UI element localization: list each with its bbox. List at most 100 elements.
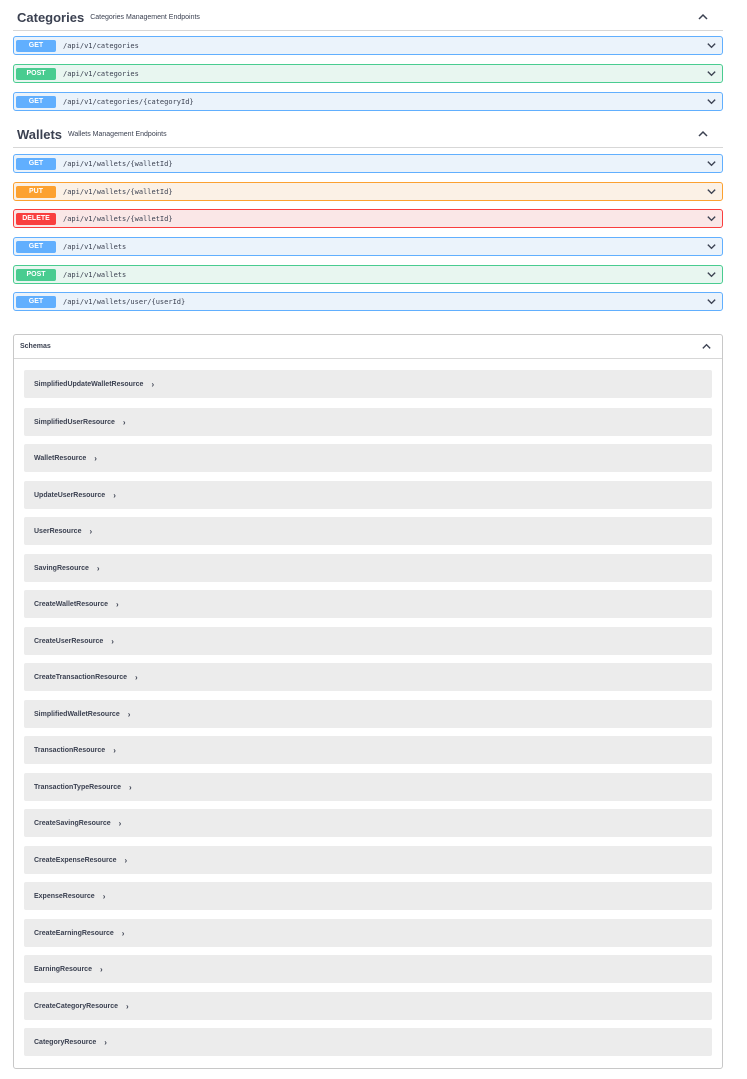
model-item[interactable]: CreateUserResource › — [24, 627, 712, 655]
operation-path: /api/v1/wallets/{walletId} — [63, 187, 173, 196]
model-name: TransactionResource — [34, 746, 106, 754]
method-badge: POST — [16, 268, 56, 281]
model-name: CreateWalletResource — [34, 600, 109, 608]
chevron-down-icon[interactable] — [706, 269, 717, 280]
method-badge: GET — [16, 295, 56, 308]
model-name: SimplifiedUpdateWalletResource — [34, 380, 144, 388]
model-name: SimplifiedUserResource — [34, 418, 115, 426]
model-name: CreateExpenseResource — [34, 856, 117, 864]
chevron-right-icon: › — [89, 526, 93, 536]
chevron-down-icon[interactable] — [706, 96, 717, 107]
operation-delete-wallet[interactable]: DELETE /api/v1/wallets/{walletId} — [13, 209, 723, 228]
chevron-right-icon: › — [151, 379, 155, 389]
operation-get-wallets-by-user[interactable]: GET /api/v1/wallets/user/{userId} — [13, 292, 723, 311]
chevron-down-icon[interactable] — [706, 186, 717, 197]
operation-get-categories[interactable]: GET /api/v1/categories — [13, 36, 723, 55]
chevron-right-icon: › — [96, 563, 100, 573]
categories-tag-header[interactable]: Categories Categories Management Endpoin… — [13, 4, 723, 31]
chevron-right-icon: › — [122, 417, 126, 427]
model-item[interactable]: WalletResource › — [24, 444, 712, 472]
model-item[interactable]: ExpenseResource› — [24, 882, 712, 910]
chevron-down-icon[interactable] — [706, 296, 717, 307]
chevron-down-icon[interactable] — [706, 68, 717, 79]
operation-post-wallets[interactable]: POST /api/v1/wallets — [13, 265, 723, 284]
operation-path: /api/v1/wallets — [63, 270, 127, 279]
operation-put-wallet[interactable]: PUT /api/v1/wallets/{walletId} — [13, 182, 723, 201]
schemas-header[interactable]: Schemas — [14, 335, 722, 359]
wallets-tag-header[interactable]: Wallets Wallets Management Endpoints — [13, 121, 723, 148]
chevron-down-icon[interactable] — [706, 40, 717, 51]
chevron-right-icon: › — [134, 672, 138, 682]
operation-post-categories[interactable]: POST /api/v1/categories — [13, 64, 723, 83]
model-name: CategoryResource — [34, 1038, 97, 1046]
model-name: CreateUserResource — [34, 637, 104, 645]
model-item[interactable]: CreateWalletResource › — [24, 590, 712, 618]
model-item[interactable]: SimplifiedUpdateWalletResource › — [24, 370, 712, 398]
operation-path: /api/v1/wallets — [63, 242, 127, 251]
operation-path: /api/v1/wallets/{walletId} — [63, 159, 173, 168]
chevron-right-icon: › — [94, 453, 97, 463]
method-badge: GET — [16, 95, 56, 108]
chevron-right-icon: › — [126, 1001, 129, 1011]
model-name: CreateTransactionResource — [34, 673, 127, 681]
chevron-down-icon[interactable] — [706, 241, 717, 252]
model-item[interactable]: EarningResource › — [24, 955, 712, 983]
chevron-right-icon: › — [127, 709, 131, 719]
method-badge: GET — [16, 240, 56, 253]
chevron-right-icon: › — [124, 855, 128, 865]
model-item[interactable]: TransactionTypeResource › — [24, 773, 712, 801]
operation-get-wallet-by-id[interactable]: GET /api/v1/wallets/{walletId} — [13, 154, 723, 173]
chevron-right-icon: › — [102, 891, 106, 901]
method-badge: GET — [16, 157, 56, 170]
model-item[interactable]: CategoryResource › — [24, 1028, 712, 1056]
model-name: CreateSavingResource — [34, 819, 111, 827]
operation-get-wallets[interactable]: GET /api/v1/wallets — [13, 237, 723, 256]
operation-path: /api/v1/wallets/{walletId} — [63, 214, 173, 223]
model-name: CreateEarningResource — [34, 929, 114, 937]
method-badge: DELETE — [16, 212, 56, 225]
model-name: UpdateUserResource — [34, 491, 106, 499]
chevron-right-icon: › — [104, 1037, 107, 1047]
chevron-right-icon: › — [113, 745, 116, 755]
model-name: CreateCategoryResource — [34, 1002, 119, 1010]
operation-path: /api/v1/wallets/user/{userId} — [63, 297, 186, 306]
method-badge: POST — [16, 67, 56, 80]
chevron-right-icon: › — [118, 818, 122, 828]
model-name: WalletResource — [34, 454, 87, 462]
model-item[interactable]: TransactionResource › — [24, 736, 712, 764]
model-item[interactable]: CreateExpenseResource › — [24, 846, 712, 874]
wallets-title: Wallets — [17, 126, 63, 142]
model-name: SimplifiedWalletResource — [34, 710, 120, 718]
model-item[interactable]: CreateSavingResource › — [24, 809, 712, 837]
model-name: EarningResource — [34, 965, 92, 973]
schemas-title: Schemas — [20, 343, 51, 350]
operation-path: /api/v1/categories — [63, 41, 139, 50]
chevron-down-icon[interactable] — [706, 213, 717, 224]
model-name: TransactionTypeResource — [34, 783, 122, 791]
chevron-right-icon: › — [111, 636, 114, 646]
model-item[interactable]: SavingResource› — [24, 554, 712, 582]
model-item[interactable]: CreateCategoryResource › — [24, 992, 712, 1020]
operation-get-category-by-id[interactable]: GET /api/v1/categories/{categoryId} — [13, 92, 723, 111]
wallets-description: Wallets Management Endpoints — [68, 131, 167, 138]
method-badge: GET — [16, 39, 56, 52]
operation-path: /api/v1/categories/{categoryId} — [63, 97, 194, 106]
chevron-right-icon: › — [99, 964, 103, 974]
model-item[interactable]: UserResource › — [24, 517, 712, 545]
chevron-right-icon: › — [121, 928, 125, 938]
model-item[interactable]: SimplifiedUserResource › — [24, 408, 712, 436]
chevron-right-icon: › — [129, 782, 132, 792]
chevron-up-icon[interactable] — [697, 128, 709, 140]
chevron-right-icon: › — [116, 599, 119, 609]
chevron-right-icon: › — [113, 490, 116, 500]
model-item[interactable]: CreateTransactionResource › — [24, 663, 712, 691]
model-item[interactable]: CreateEarningResource › — [24, 919, 712, 947]
model-name: UserResource — [34, 527, 82, 535]
chevron-up-icon[interactable] — [697, 11, 709, 23]
operation-path: /api/v1/categories — [63, 69, 139, 78]
categories-title: Categories — [17, 9, 85, 25]
model-item[interactable]: UpdateUserResource › — [24, 481, 712, 509]
chevron-down-icon[interactable] — [706, 158, 717, 169]
model-item[interactable]: SimplifiedWalletResource › — [24, 700, 712, 728]
chevron-up-icon[interactable] — [701, 341, 712, 352]
